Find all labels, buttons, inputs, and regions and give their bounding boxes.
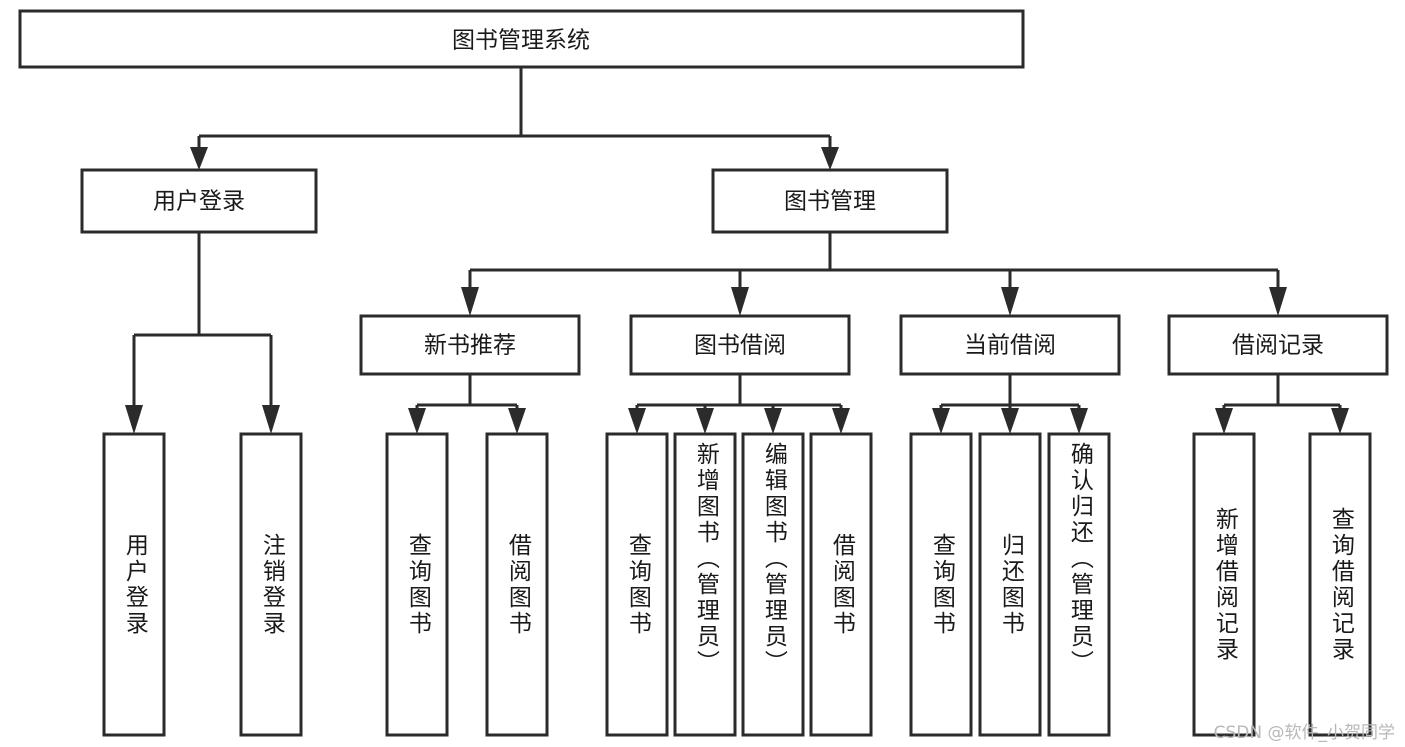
node-leaf-query-book-1-box[interactable] bbox=[385, 432, 449, 737]
node-layer: 图书管理系统 用户登录 图书管理 新书推荐 图书借阅 当前借阅 借阅记录 bbox=[18, 9, 1389, 737]
arrow-head-leaf-user-login bbox=[125, 405, 143, 434]
node-leaf-add-book-box[interactable] bbox=[673, 432, 737, 737]
node-current-borrow-box[interactable] bbox=[899, 314, 1121, 376]
node-leaf-user-login-box[interactable] bbox=[102, 432, 166, 737]
node-user-login-label: 用户登录 bbox=[153, 189, 245, 215]
connector-layer bbox=[125, 67, 1349, 434]
node-leaf-confirm-return-box[interactable] bbox=[1047, 432, 1111, 737]
node-book-borrow-box[interactable] bbox=[629, 314, 851, 376]
node-book-borrow-label: 图书借阅 bbox=[694, 333, 786, 359]
arrow-head-leaf-query-book-3 bbox=[932, 408, 950, 434]
node-leaf-borrow-book-1-box[interactable] bbox=[485, 432, 549, 737]
arrow-head-leaf-confirm-return bbox=[1070, 408, 1088, 434]
node-current-borrow-label: 当前借阅 bbox=[964, 333, 1056, 359]
node-borrow-record-label: 借阅记录 bbox=[1232, 333, 1324, 359]
node-book-manage-label: 图书管理 bbox=[784, 189, 876, 215]
arrow-head-new-book-rec bbox=[461, 287, 479, 316]
node-root-box[interactable] bbox=[18, 9, 1025, 69]
arrow-head-book-manage bbox=[821, 147, 839, 170]
arrow-head-leaf-add-record bbox=[1215, 408, 1233, 434]
arrow-head-leaf-edit-book bbox=[764, 408, 782, 434]
arrow-head-leaf-query-record bbox=[1331, 408, 1349, 434]
arrow-head-leaf-query-book-2 bbox=[628, 408, 646, 434]
arrow-head-leaf-return-book bbox=[1001, 408, 1019, 434]
node-leaf-add-record-box[interactable] bbox=[1192, 432, 1256, 737]
node-book-manage-box[interactable] bbox=[711, 168, 949, 234]
arrow-head-leaf-query-book-1 bbox=[408, 408, 426, 434]
node-user-login-box[interactable] bbox=[80, 168, 318, 234]
node-leaf-query-record-box[interactable] bbox=[1308, 432, 1372, 737]
arrow-head-book-borrow bbox=[731, 287, 749, 316]
arrow-head-current-borrow bbox=[1001, 287, 1019, 316]
arrow-head-user-login bbox=[190, 147, 208, 170]
node-borrow-record-box[interactable] bbox=[1167, 314, 1389, 376]
node-root-label: 图书管理系统 bbox=[452, 28, 590, 54]
arrow-head-leaf-borrow-book-2 bbox=[832, 408, 850, 434]
node-new-book-rec-label: 新书推荐 bbox=[424, 333, 516, 359]
node-new-book-rec-box[interactable] bbox=[359, 314, 581, 376]
arrow-head-leaf-borrow-book-1 bbox=[508, 408, 526, 434]
node-leaf-query-book-3-box[interactable] bbox=[909, 432, 973, 737]
csdn-watermark: CSDN @软件_小贺同学 bbox=[1213, 723, 1395, 743]
arrow-head-leaf-user-logout bbox=[262, 405, 280, 434]
node-leaf-return-book-box[interactable] bbox=[978, 432, 1042, 737]
arrow-head-leaf-add-book bbox=[696, 408, 714, 434]
node-leaf-edit-book-box[interactable] bbox=[741, 432, 805, 737]
node-leaf-borrow-book-2-box[interactable] bbox=[809, 432, 873, 737]
node-leaf-user-logout-box[interactable] bbox=[239, 432, 303, 737]
arrow-head-borrow-record bbox=[1269, 287, 1287, 316]
node-leaf-query-book-2-box[interactable] bbox=[605, 432, 669, 737]
